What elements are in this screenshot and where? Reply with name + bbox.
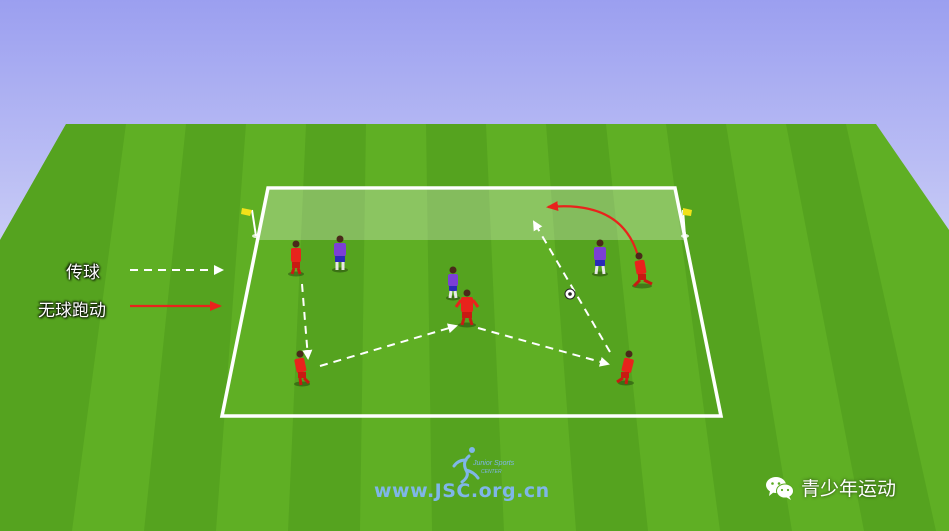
players — [288, 235, 653, 387]
account-name: 青少年运动 — [801, 478, 897, 500]
logo-line-2: CENTER — [481, 469, 502, 475]
training-area-boundary — [219, 186, 724, 418]
account-badge: 青少年运动 — [765, 474, 896, 501]
red-player — [616, 350, 634, 386]
blue-player — [446, 266, 460, 301]
pass-arrow-3 — [477, 327, 610, 367]
legend-run-label: 无球跑动 — [38, 301, 106, 321]
ball — [564, 288, 576, 300]
red-player — [632, 252, 653, 289]
red-player — [454, 289, 480, 328]
watermark-logo-text: Junior Sports CENTER — [473, 460, 514, 476]
grass-stripes — [0, 124, 936, 531]
pass-arrow-2 — [319, 323, 458, 367]
run-arrow — [546, 201, 640, 257]
legend-pass-label: 传球 — [66, 263, 100, 283]
pitch — [0, 124, 949, 531]
pass-arrow-1 — [301, 283, 313, 360]
pass-arrow-4 — [532, 220, 611, 353]
blue-player — [332, 235, 348, 273]
blue-player — [592, 239, 608, 277]
red-player — [288, 240, 304, 277]
corner-flag-left — [241, 208, 260, 238]
end-zone — [256, 190, 684, 240]
logo-line-1: Junior Sports — [473, 460, 515, 467]
red-player — [294, 350, 311, 387]
corner-flag-right — [681, 208, 692, 238]
watermark-url: www.JSC.org.cn — [374, 480, 550, 502]
wechat-icon — [766, 476, 794, 500]
runner-logo-icon — [452, 447, 480, 484]
pass-arrows — [301, 220, 611, 367]
